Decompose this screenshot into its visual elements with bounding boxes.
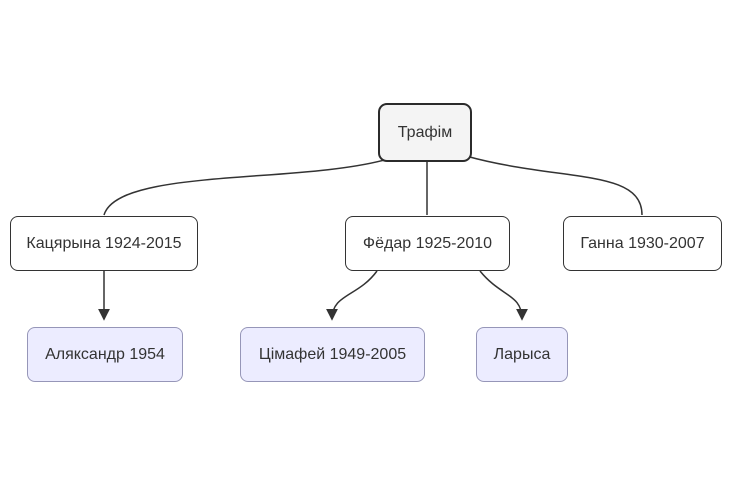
edge-fiodar-tsimafei	[326, 270, 378, 321]
node-hanna: Ганна 1930-2007	[563, 216, 722, 271]
node-tsimafei: Цімафей 1949-2005	[240, 327, 425, 382]
node-katsiaryna: Кацярына 1924-2015	[10, 216, 198, 271]
node-aliaksandr: Аляксандр 1954	[27, 327, 183, 382]
node-fiodar: Фёдар 1925-2010	[345, 216, 510, 271]
edge-trafim-hanna	[465, 155, 643, 216]
edge-fiodar-larysa	[479, 270, 528, 321]
node-larysa: Ларыса	[476, 327, 568, 382]
edge-trafim-katsiaryna	[103, 158, 389, 216]
node-trafim: Трафім	[378, 103, 472, 162]
